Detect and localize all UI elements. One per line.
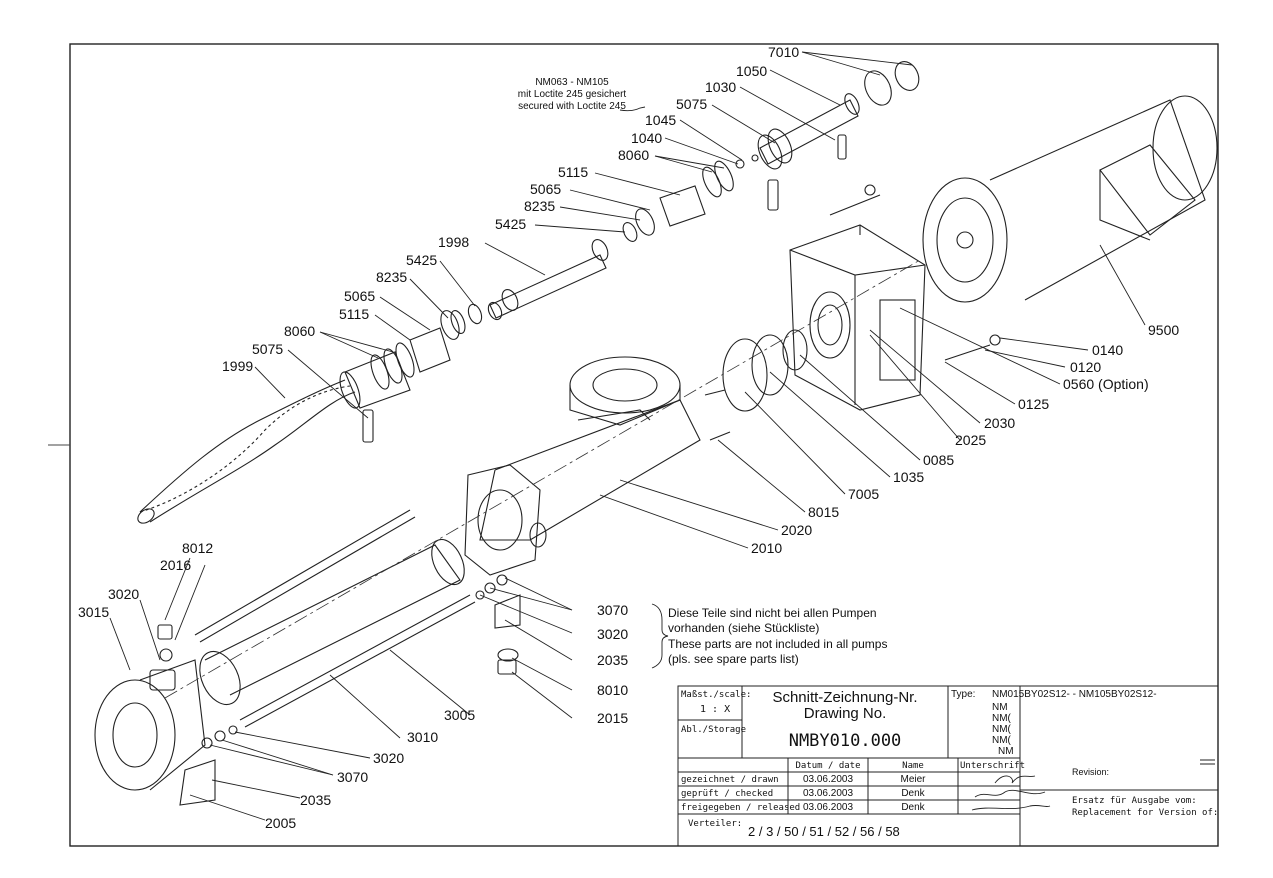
revision-label: Revision: <box>1072 767 1109 777</box>
distributor-value: 2 / 3 / 50 / 51 / 52 / 56 / 58 <box>748 824 900 839</box>
drawing-frame <box>69 43 1219 847</box>
drawing-title-de: Schnitt-Zeichnung-Nr. <box>772 689 917 706</box>
part-0125: 0125 <box>1018 396 1049 412</box>
part-2030: 2030 <box>984 415 1015 431</box>
title-block: Maßst./scale: 1 : X Abl./Storage Schnitt… <box>677 685 1219 847</box>
text-note_side-line4: (pls. see spare parts list) <box>668 652 799 666</box>
part-2015: 2015 <box>597 710 628 726</box>
part-5065-top: 5065 <box>530 181 561 197</box>
scale-label: Maßst./scale: <box>681 690 751 700</box>
part-0140: 0140 <box>1092 342 1123 358</box>
col-date: Datum / date <box>795 761 860 771</box>
type-range: NM015BY02S12- - NM105BY02S12- <box>992 689 1157 700</box>
part-0560: 0560 (Option) <box>1063 376 1149 392</box>
text-title_block-type_rows-4: NM <box>998 746 1014 757</box>
text-title_block-rows-2-name: Denk <box>901 802 925 813</box>
distributor-label: Verteiler: <box>688 819 742 829</box>
part-8235-top: 8235 <box>524 198 555 214</box>
part-9500: 9500 <box>1148 322 1179 338</box>
text-title_block-type_rows-3: NM( <box>992 735 1012 746</box>
part-2025: 2025 <box>955 432 986 448</box>
row-released-label: freigegeben / released <box>681 803 800 813</box>
part-2005: 2005 <box>265 815 296 831</box>
part-7010: 7010 <box>768 44 799 60</box>
drawing-number: NMBY010.000 <box>789 731 902 751</box>
row-checked-label: geprüft / checked <box>681 789 773 799</box>
part-5075-bottom: 5075 <box>252 341 283 357</box>
part-1999: 1999 <box>222 358 253 374</box>
part-0085: 0085 <box>923 452 954 468</box>
part-2010: 2010 <box>751 540 782 556</box>
text-note_side-line2: vorhanden (siehe Stückliste) <box>668 621 819 635</box>
part-5065-bottom: 5065 <box>344 288 375 304</box>
part-5115-top: 5115 <box>558 164 588 180</box>
part-8060-bottom: 8060 <box>284 323 315 339</box>
signatures <box>971 775 1051 811</box>
text-note_top-line3: secured with Loctite 245 <box>518 101 626 112</box>
part-1030: 1030 <box>705 79 736 95</box>
rotor-coupling-assembly <box>137 61 920 524</box>
text-title_block-rows-0-date: 03.06.2003 <box>803 774 853 785</box>
part-2035-right: 2035 <box>597 652 628 668</box>
text-note_side-line1: Diese Teile sind nicht bei allen Pumpen <box>668 606 877 620</box>
text-title_block-type_rows-0: NM <box>992 702 1008 713</box>
part-5425-bottom: 5425 <box>406 252 437 268</box>
part-7005: 7005 <box>848 486 879 502</box>
text-title_block-rows-0-name: Meier <box>900 774 926 785</box>
pump-housing <box>94 356 701 806</box>
drawing-title-en: Drawing No. <box>804 705 887 722</box>
leader-lines <box>109 51 1146 821</box>
part-8012: 8012 <box>182 540 213 556</box>
part-5425-top: 5425 <box>495 216 526 232</box>
storage-label: Abl./Storage <box>681 725 746 735</box>
part-labels: 7010 1050 1030 5075 1045 1040 8060 5115 … <box>78 44 1179 831</box>
part-3010: 3010 <box>407 729 438 745</box>
part-1050: 1050 <box>736 63 767 79</box>
replace-en: Replacement for Version of: <box>1072 808 1218 818</box>
part-1045: 1045 <box>645 112 676 128</box>
replace-de: Ersatz für Ausgabe vom: <box>1072 796 1197 806</box>
text-note_top-line2: mit Loctite 245 gesichert <box>518 89 627 100</box>
part-8010: 8010 <box>597 682 628 698</box>
part-1040: 1040 <box>631 130 662 146</box>
part-2035-bottom: 2035 <box>300 792 331 808</box>
part-3070-right: 3070 <box>597 602 628 618</box>
part-3020-bottom: 3020 <box>373 750 404 766</box>
text-title_block-type_rows-1: NM( <box>992 713 1012 724</box>
part-8015: 8015 <box>808 504 839 520</box>
part-1035: 1035 <box>893 469 924 485</box>
part-3020-right: 3020 <box>597 626 628 642</box>
text-title_block-rows-1-date: 03.06.2003 <box>803 788 853 799</box>
part-5075-top: 5075 <box>676 96 707 112</box>
part-8060-top: 8060 <box>618 147 649 163</box>
optional-parts-note: Diese Teile sind nicht bei allen Pumpen … <box>668 606 887 666</box>
col-name: Name <box>902 761 924 771</box>
text-note_side-line3: These parts are not included in all pump… <box>668 637 887 651</box>
type-label: Type: <box>951 689 975 700</box>
part-3015: 3015 <box>78 604 109 620</box>
part-1998: 1998 <box>438 234 469 250</box>
scale-value: 1 : X <box>700 704 730 715</box>
part-5115-bottom: 5115 <box>339 306 369 322</box>
text-title_block-rows-2-date: 03.06.2003 <box>803 802 853 813</box>
axis-line <box>164 259 921 699</box>
col-signature: Unterschrift <box>960 761 1025 771</box>
row-drawn-label: gezeichnet / drawn <box>681 775 779 785</box>
text-note_top-line1: NM063 - NM105 <box>535 77 609 88</box>
part-2016: 2016 <box>160 557 191 573</box>
part-8235-bottom: 8235 <box>376 269 407 285</box>
text-title_block-type_rows-2: NM( <box>992 724 1012 735</box>
text-title_block-rows-1-name: Denk <box>901 788 925 799</box>
loctite-note: NM063 - NM105 mit Loctite 245 gesichert … <box>518 77 627 112</box>
part-2020: 2020 <box>781 522 812 538</box>
part-3005: 3005 <box>444 707 475 723</box>
part-3070-bottom: 3070 <box>337 769 368 785</box>
part-3020-left: 3020 <box>108 586 139 602</box>
part-0120: 0120 <box>1070 359 1101 375</box>
